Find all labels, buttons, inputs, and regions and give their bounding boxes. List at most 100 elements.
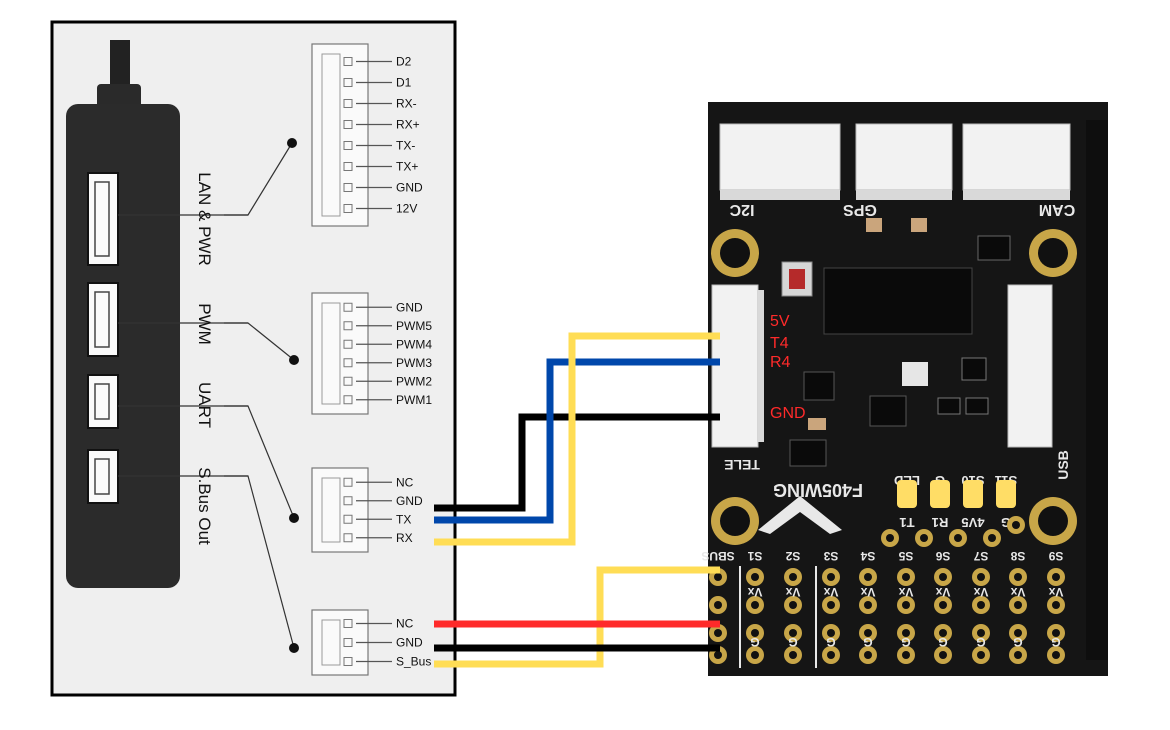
row-label-g: G (938, 635, 947, 649)
port-label-sbus-out: S.Bus Out (195, 467, 214, 545)
port-label-uart: UART (195, 382, 214, 428)
telem-label-gnd: GND (770, 405, 806, 422)
label-cam: CAM (1039, 201, 1075, 218)
row-label-g: G (1051, 635, 1060, 649)
port-sbus-out (87, 449, 119, 504)
port-lan-pwr (87, 172, 119, 266)
top-connector-cam (962, 123, 1071, 200)
pad-label: 4V5 (961, 515, 984, 530)
pad-label: G (1001, 515, 1011, 530)
solder-pad (930, 480, 950, 508)
label-gps: GPS (843, 201, 877, 218)
header-label: S4 (860, 549, 875, 563)
header-label: S9 (1048, 549, 1063, 563)
pin-label: TX (396, 512, 411, 526)
pin-label: PWM3 (396, 356, 432, 370)
pin-label: RX (396, 531, 413, 545)
row-label-vx: Vx (1010, 585, 1025, 599)
usb-connector (1007, 284, 1053, 448)
row-label-vx: Vx (823, 585, 838, 599)
header-label: S8 (1010, 549, 1025, 563)
board-name: F405WING (773, 480, 863, 500)
port-pwm (87, 282, 119, 357)
uart-gnd-wire (434, 413, 720, 512)
telem-label-t4: T4 (770, 335, 789, 352)
pad-label: R1 (932, 515, 949, 530)
uart-tx-wire (434, 358, 720, 524)
connector-uart: NC GND TX RX (311, 467, 423, 553)
wires (434, 332, 720, 668)
mounting-hole (1029, 229, 1077, 277)
pin-label: TX- (396, 139, 415, 153)
header-label: S5 (898, 549, 913, 563)
pin-label: PWM5 (396, 319, 432, 333)
label-i2c: I2C (729, 201, 754, 218)
pin-label: NC (396, 617, 414, 631)
row-label-vx: Vx (973, 585, 988, 599)
pin-label: GND (396, 636, 423, 650)
row-label-vx: Vx (747, 585, 762, 599)
pin-label: PWM1 (396, 393, 432, 407)
telem-label-r4: R4 (770, 354, 791, 371)
row-label-vx: Vx (935, 585, 950, 599)
row-label-g: G (1013, 635, 1022, 649)
pin-label: 12V (396, 202, 417, 216)
header-label: SBUS (701, 549, 734, 563)
sbus-signal-wire (434, 566, 720, 668)
row-label-g: G (863, 635, 872, 649)
row-label-g: G (750, 635, 759, 649)
pin-label: NC (396, 475, 414, 489)
pin-label: S_Bus (396, 655, 431, 669)
mounting-hole (711, 229, 759, 277)
row-label-g: G (788, 635, 797, 649)
flight-controller-board: I2C GPS CAM TELE USB F405 (701, 102, 1108, 676)
label-tele: TELE (724, 457, 760, 473)
mounting-hole (711, 497, 759, 545)
header-label: S3 (823, 549, 838, 563)
header-label: S1 (747, 549, 762, 563)
header-label: S6 (935, 549, 950, 563)
top-connector-i2c (719, 123, 841, 200)
connector-sbus: NC GND S_Bus (311, 609, 431, 676)
mcu-chip (823, 267, 973, 335)
port-label-pwm: PWM (195, 303, 214, 345)
row-label-vx: Vx (898, 585, 913, 599)
mounting-hole (1029, 497, 1077, 545)
pin-label: D2 (396, 55, 412, 69)
pin-label: TX+ (396, 160, 418, 174)
header-label: S2 (785, 549, 800, 563)
pin-label: RX+ (396, 118, 420, 132)
row-label-vx: Vx (785, 585, 800, 599)
pad-label: T1 (899, 515, 914, 530)
header-label: S7 (973, 549, 988, 563)
pin-label: RX- (396, 97, 417, 111)
pin-label: D1 (396, 76, 412, 90)
solder-pad (897, 480, 917, 508)
telemetry-connector (711, 284, 764, 448)
uart-rx-wire (434, 332, 720, 546)
telem-pin-labels: 5V T4 R4 GND (770, 313, 806, 422)
label-usb: USB (1055, 450, 1071, 480)
solder-pad (963, 480, 983, 508)
pin-label: GND (396, 181, 423, 195)
row-label-g: G (901, 635, 910, 649)
pin-label: GND (396, 300, 423, 314)
top-connector-gps (855, 123, 953, 200)
board-pads: LEDGS10S11T1R14V5GSBUSS1VxGS2VxGS3VxGS4V… (701, 473, 1065, 664)
row-label-vx: Vx (860, 585, 875, 599)
pin-label: PWM2 (396, 374, 432, 388)
pin-label: GND (396, 494, 423, 508)
row-label-g: G (976, 635, 985, 649)
port-uart (87, 374, 119, 429)
port-label-lan-pwr: LAN & PWR (195, 172, 214, 266)
telem-label-5v: 5V (770, 313, 790, 330)
row-label-vx: Vx (1048, 585, 1063, 599)
solder-pad (996, 480, 1016, 508)
device-body (66, 104, 180, 588)
row-label-g: G (826, 635, 835, 649)
pin-label: PWM4 (396, 337, 432, 351)
